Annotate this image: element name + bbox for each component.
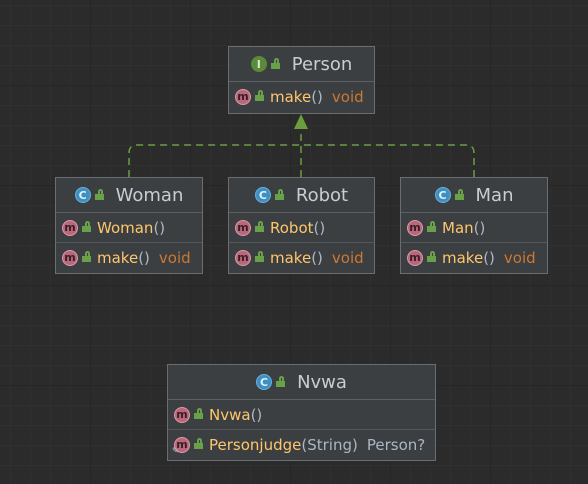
method-icon: m <box>235 219 251 236</box>
class-nvwa-header: C Nvwa <box>168 365 435 400</box>
class-icon: C <box>434 187 451 203</box>
public-icon <box>427 251 436 262</box>
public-icon <box>270 57 280 69</box>
class-woman-header: C Woman <box>56 178 202 213</box>
method-name: Robot <box>270 218 314 237</box>
method-name: Man <box>442 218 474 237</box>
method-name: make <box>270 87 312 106</box>
method-icon: m <box>235 88 251 105</box>
method-params: () <box>473 218 486 237</box>
public-icon <box>274 188 284 200</box>
method-icon: m <box>174 436 190 453</box>
public-icon <box>82 251 91 262</box>
method-icon: m <box>235 249 251 266</box>
class-name: Man <box>475 184 514 206</box>
method-params: (String) <box>301 435 358 454</box>
constructor-row: m Robot () <box>229 213 374 243</box>
method-return-type: void <box>331 87 364 106</box>
method-params: () <box>153 218 166 237</box>
method-icon: m <box>62 249 78 266</box>
interface-person[interactable]: I Person m make () void <box>228 46 375 114</box>
method-name: make <box>270 248 312 267</box>
method-params: () <box>483 248 495 267</box>
method-name: Woman <box>97 218 154 237</box>
method-name: make <box>97 248 139 267</box>
method-return-type: Person? <box>366 435 426 454</box>
method-name: make <box>442 248 484 267</box>
class-woman[interactable]: C Woman m Woman () m make () void <box>55 177 203 274</box>
public-icon <box>194 408 203 419</box>
edge-man-person <box>302 144 475 177</box>
class-robot[interactable]: C Robot m Robot () m make () void <box>228 177 375 274</box>
interface-icon: I <box>250 56 267 72</box>
method-return-type: void <box>158 248 191 267</box>
constructor-row: m Nvwa () <box>168 400 435 430</box>
method-params: () <box>311 248 323 267</box>
method-icon: m <box>407 219 423 236</box>
public-icon <box>194 438 203 449</box>
class-nvwa[interactable]: C Nvwa m Nvwa () m Personjudge (String) … <box>167 364 436 461</box>
class-name: Robot <box>295 184 349 206</box>
class-icon: C <box>256 374 273 390</box>
method-row: m make () void <box>229 243 374 272</box>
public-icon <box>94 188 104 200</box>
class-man-header: C Man <box>401 178 547 213</box>
interface-person-header: I Person <box>229 47 374 82</box>
edge-woman-person <box>128 144 300 177</box>
method-params: () <box>138 248 150 267</box>
method-return-type: void <box>503 248 536 267</box>
public-icon <box>276 375 286 387</box>
edge-arrowhead <box>294 114 308 129</box>
method-row: m make () void <box>56 243 202 272</box>
method-icon: m <box>174 406 190 423</box>
public-icon <box>255 221 264 232</box>
interface-name: Person <box>291 53 353 75</box>
method-row: m make () void <box>229 82 374 111</box>
class-robot-header: C Robot <box>229 178 374 213</box>
class-icon: C <box>254 187 271 203</box>
public-icon <box>255 90 264 101</box>
method-row: m make () void <box>401 243 547 272</box>
method-params: () <box>311 87 323 106</box>
method-name: Personjudge <box>209 435 302 454</box>
method-name: Nvwa <box>209 405 251 424</box>
method-params: () <box>250 405 263 424</box>
class-icon: C <box>74 187 91 203</box>
public-icon <box>255 251 264 262</box>
method-icon: m <box>62 219 78 236</box>
public-icon <box>454 188 464 200</box>
method-icon: m <box>407 249 423 266</box>
constructor-row: m Man () <box>401 213 547 243</box>
method-return-type: void <box>331 248 364 267</box>
public-icon <box>82 221 91 232</box>
method-row: m Personjudge (String) Person? ✎ <box>168 430 435 459</box>
public-icon <box>427 221 436 232</box>
class-name: Woman <box>115 184 184 206</box>
class-name: Nvwa <box>297 371 347 393</box>
static-marker-icon: ✎ <box>172 446 179 455</box>
class-man[interactable]: C Man m Man () m make () void <box>400 177 548 274</box>
constructor-row: m Woman () <box>56 213 202 243</box>
method-params: () <box>313 218 326 237</box>
